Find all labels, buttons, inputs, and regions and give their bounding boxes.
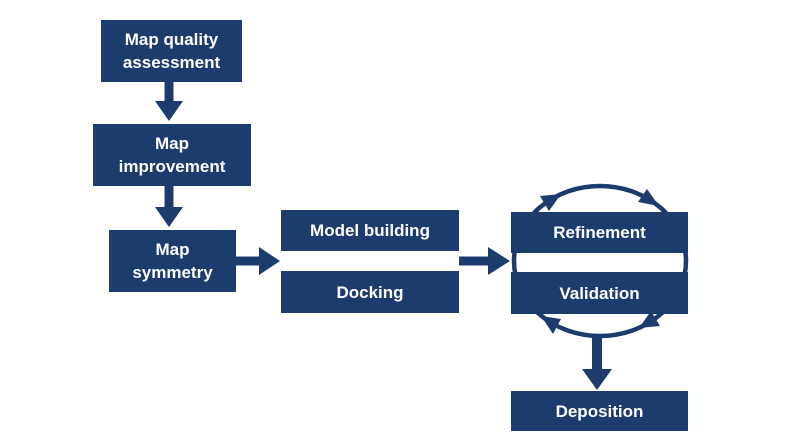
right-arrow-building-to-refinement-icon <box>459 247 510 275</box>
cycle-arrowhead-bottom-right-icon <box>639 311 660 328</box>
node-label: Refinement <box>553 223 646 242</box>
node-label: Map improvement <box>118 134 226 176</box>
cycle-arrowhead-bottom-left-icon <box>541 316 561 334</box>
node-label: Docking <box>336 282 404 302</box>
node-map-symmetry: Map symmetry <box>109 230 236 292</box>
cycle-arrowhead-top-left-icon <box>540 194 561 211</box>
node-label: Model building <box>310 221 430 240</box>
node-deposition: Deposition <box>511 391 688 431</box>
node-label: Map quality assessment <box>122 30 221 72</box>
down-arrow-cycle-to-deposition-icon <box>582 334 612 390</box>
node-label: Deposition <box>555 401 644 421</box>
cycle-arrowhead-top-right-icon <box>638 189 659 206</box>
node-refinement: Refinement <box>511 212 688 253</box>
down-arrow-improvement-to-symmetry-icon <box>155 186 183 227</box>
node-map-improvement: Map improvement <box>93 124 251 186</box>
node-map-quality-assessment: Map quality assessment <box>101 20 242 82</box>
node-validation: Validation <box>511 272 688 314</box>
down-arrow-quality-to-improvement-icon <box>155 82 183 121</box>
node-label: Map symmetry <box>132 240 213 282</box>
node-model-building: Model building <box>281 210 459 251</box>
node-label: Validation <box>559 283 640 303</box>
right-arrow-symmetry-to-building-icon <box>236 247 280 275</box>
node-docking: Docking <box>281 271 459 313</box>
